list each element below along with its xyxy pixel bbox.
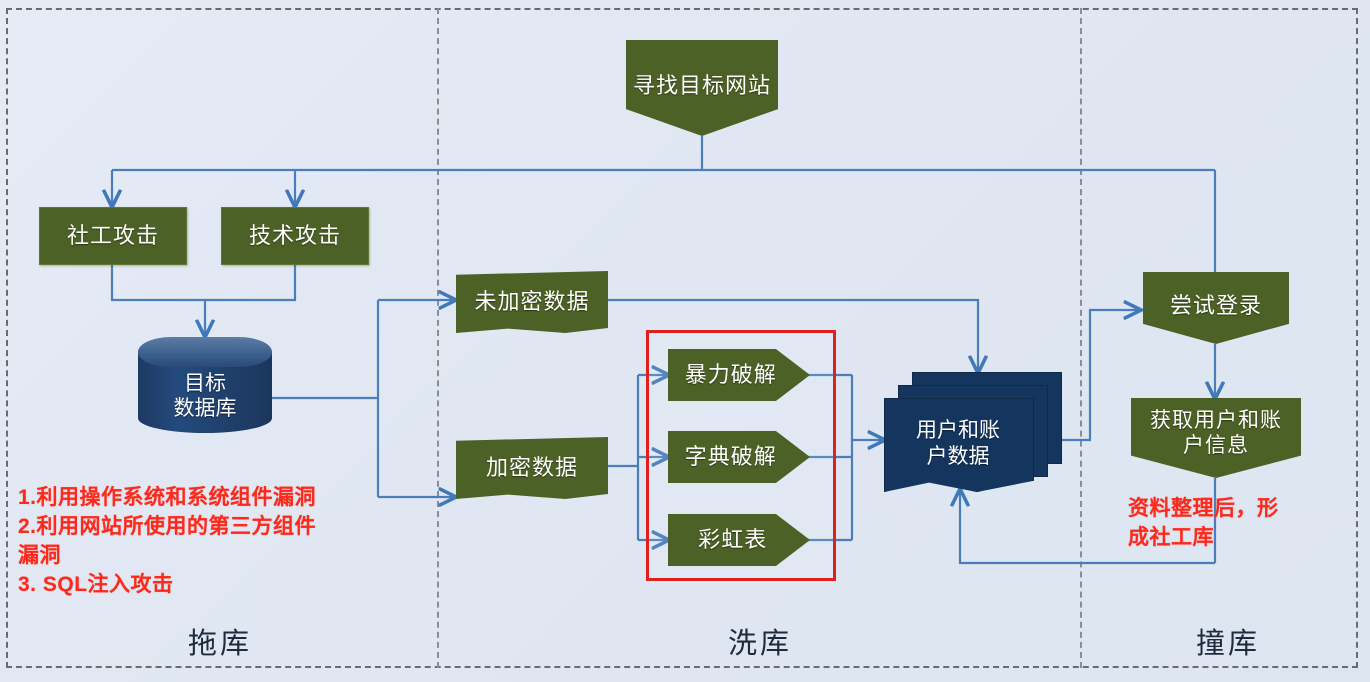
node-rainbow-table[interactable]: 彩虹表 — [668, 514, 810, 566]
node-unencrypted-data[interactable]: 未加密数据 — [456, 271, 608, 333]
phase-label-tuoku: 拖库 — [187, 628, 252, 660]
node-encrypted-data[interactable]: 加密数据 — [456, 437, 608, 499]
phase-label-zhuangku: 撞库 — [1195, 628, 1260, 660]
node-target-database[interactable]: 目标 数据库 — [138, 337, 272, 433]
node-label: 寻找目标网站 — [632, 72, 771, 98]
node-label: 尝试登录 — [1169, 292, 1262, 318]
node-label: 彩虹表 — [698, 527, 768, 553]
node-label: 技术攻击 — [248, 223, 341, 249]
node-label: 加密数据 — [485, 455, 578, 481]
note-right-social-db: 资料整理后，形 成社工库 — [1128, 497, 1279, 549]
node-label: 目标 数据库 — [173, 372, 237, 421]
node-brute-force[interactable]: 暴力破解 — [668, 349, 810, 401]
node-label: 用户和账 户数据 — [916, 419, 1000, 469]
cylinder-top — [138, 337, 272, 367]
phase-divider-1 — [437, 8, 439, 668]
node-label: 字典破解 — [684, 444, 777, 470]
node-label: 获取用户和账 户信息 — [1150, 409, 1282, 458]
node-label: 未加密数据 — [474, 289, 590, 315]
node-label: 社工攻击 — [66, 223, 159, 249]
note-left-vulnerabilities: 1.利用操作系统和系统组件漏洞 2.利用网站所使用的第三方组件 漏洞 3. SQ… — [18, 486, 317, 596]
node-social-engineering-attack[interactable]: 社工攻击 — [39, 207, 187, 265]
node-label: 暴力破解 — [684, 362, 777, 388]
node-technical-attack[interactable]: 技术攻击 — [221, 207, 369, 265]
phase-divider-2 — [1080, 8, 1082, 668]
node-dictionary-attack[interactable]: 字典破解 — [668, 431, 810, 483]
node-user-account-data[interactable]: 用户和账 户数据 — [884, 372, 1062, 492]
stack-sheet-front — [884, 398, 1034, 492]
phase-label-xiku: 洗库 — [727, 628, 792, 660]
